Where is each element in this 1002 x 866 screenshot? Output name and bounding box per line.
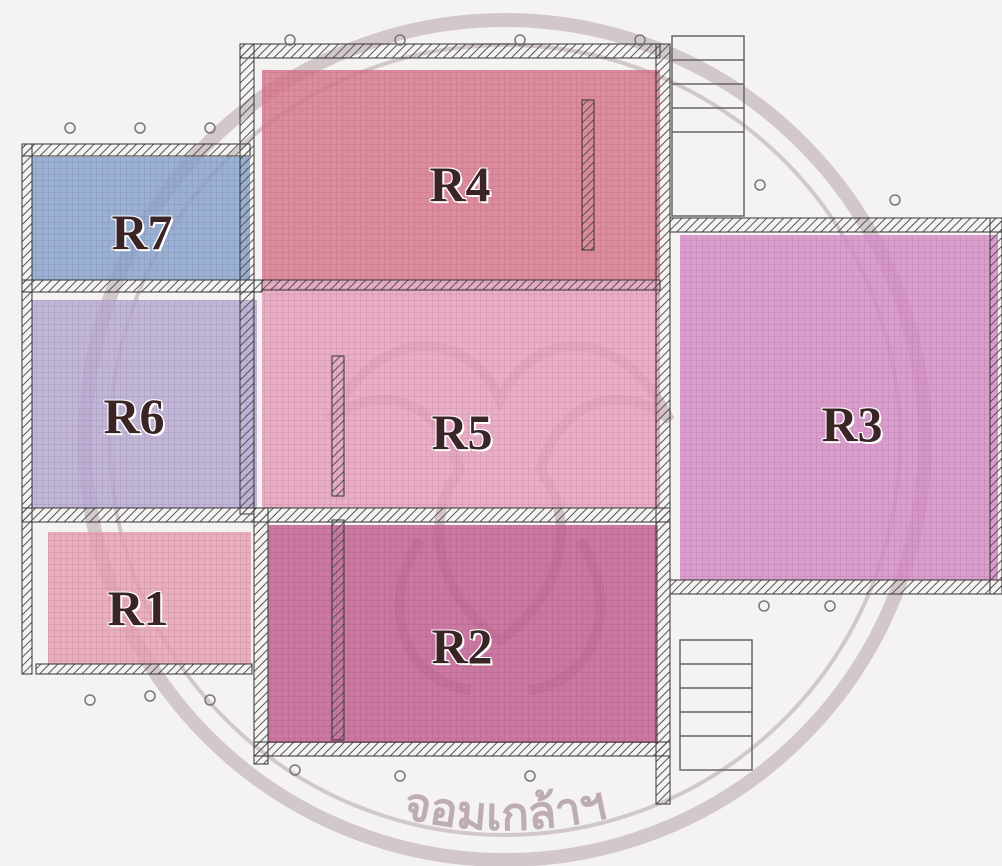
room-label-r5: R5	[431, 404, 493, 460]
staircase-bottom	[679, 639, 753, 771]
column-markers	[64, 34, 901, 782]
staircase-top	[671, 35, 745, 217]
room-label-r6: R6	[103, 388, 165, 444]
room-label-r2: R2	[431, 618, 493, 674]
room-label-r7: R7	[111, 204, 173, 260]
room-label-r4: R4	[429, 156, 491, 212]
room-label-r3: R3	[821, 396, 883, 452]
room-label-r1: R1	[107, 580, 169, 636]
walls	[21, 43, 1002, 805]
